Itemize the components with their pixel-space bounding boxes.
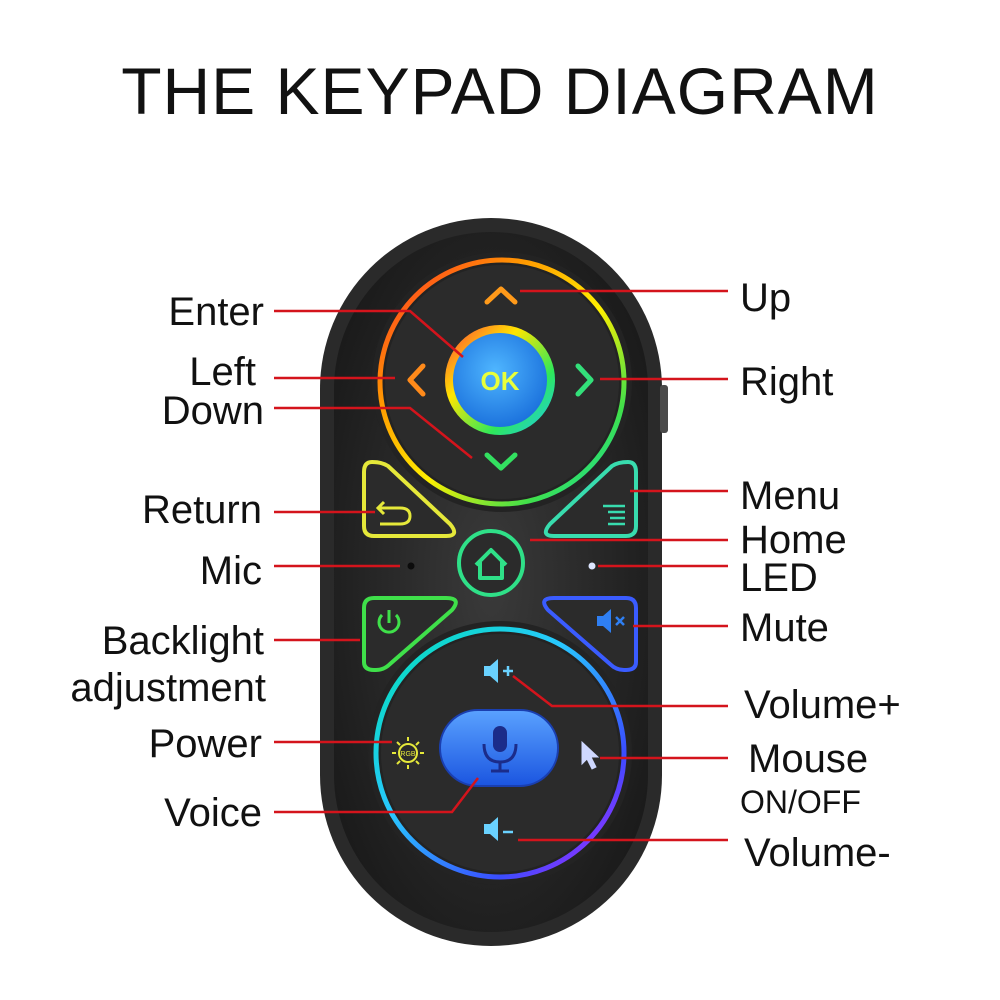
label-backlight-line2: adjustment bbox=[70, 666, 266, 710]
down-leader bbox=[274, 406, 473, 459]
return-arrow-icon bbox=[375, 500, 412, 526]
chevron-left-icon[interactable] bbox=[407, 363, 426, 397]
microphone-icon bbox=[482, 726, 518, 773]
label-left: Left bbox=[189, 350, 256, 394]
label-backlight-line1: Backlight bbox=[102, 619, 264, 663]
rgb-label: RGB bbox=[400, 751, 416, 758]
return-button[interactable] bbox=[362, 459, 457, 538]
chevron-right-icon[interactable] bbox=[575, 363, 594, 397]
home-button[interactable] bbox=[457, 529, 525, 597]
label-mouse-line2: ON/OFF bbox=[740, 784, 861, 820]
page-title: THE KEYPAD DIAGRAM bbox=[121, 54, 879, 128]
label-up: Up bbox=[740, 276, 791, 320]
volume-down-button[interactable] bbox=[484, 817, 513, 841]
label-mouse-line1: Mouse bbox=[748, 737, 868, 781]
label-right: Right bbox=[740, 360, 833, 404]
mouse-toggle-button[interactable] bbox=[581, 740, 600, 770]
volume-up-button[interactable] bbox=[484, 659, 513, 683]
enter-leader bbox=[274, 309, 464, 358]
voice-button[interactable] bbox=[439, 709, 559, 787]
power-icon bbox=[377, 610, 401, 634]
label-enter: Enter bbox=[168, 290, 264, 334]
volume-down-icon bbox=[484, 817, 513, 841]
led-indicator bbox=[588, 562, 596, 570]
label-menu: Menu bbox=[740, 474, 840, 518]
mute-button[interactable] bbox=[542, 596, 638, 672]
label-down: Down bbox=[162, 389, 264, 433]
label-mute: Mute bbox=[740, 606, 829, 650]
label-mic: Mic bbox=[200, 549, 262, 593]
volume-up-icon bbox=[484, 659, 513, 683]
label-voice: Voice bbox=[164, 791, 262, 835]
home-icon bbox=[474, 548, 508, 580]
label-power: Power bbox=[149, 722, 262, 766]
label-volume-minus: Volume- bbox=[744, 831, 891, 875]
mute-speaker-icon bbox=[597, 609, 625, 633]
ok-button[interactable]: OK bbox=[445, 325, 555, 435]
volume-plus-leader bbox=[512, 675, 728, 708]
mic-hole bbox=[407, 562, 415, 570]
ok-button-label: OK bbox=[481, 366, 520, 396]
chevron-down-icon[interactable] bbox=[484, 452, 518, 471]
backlight-button[interactable] bbox=[362, 596, 458, 672]
chevron-up-icon[interactable] bbox=[484, 286, 518, 305]
side-switch bbox=[660, 385, 668, 433]
menu-button[interactable] bbox=[543, 459, 638, 538]
label-volume-plus: Volume+ bbox=[744, 683, 901, 727]
rgb-backlight-button[interactable]: RGB bbox=[392, 737, 424, 769]
label-home: Home bbox=[740, 518, 847, 562]
leader-lines bbox=[274, 289, 728, 842]
label-return: Return bbox=[142, 488, 262, 532]
label-led: LED bbox=[740, 556, 818, 600]
voice-leader bbox=[274, 777, 479, 814]
mouse-pointer-icon bbox=[581, 740, 600, 770]
backlight-sun-icon bbox=[392, 737, 424, 769]
menu-lines-icon bbox=[603, 504, 625, 526]
